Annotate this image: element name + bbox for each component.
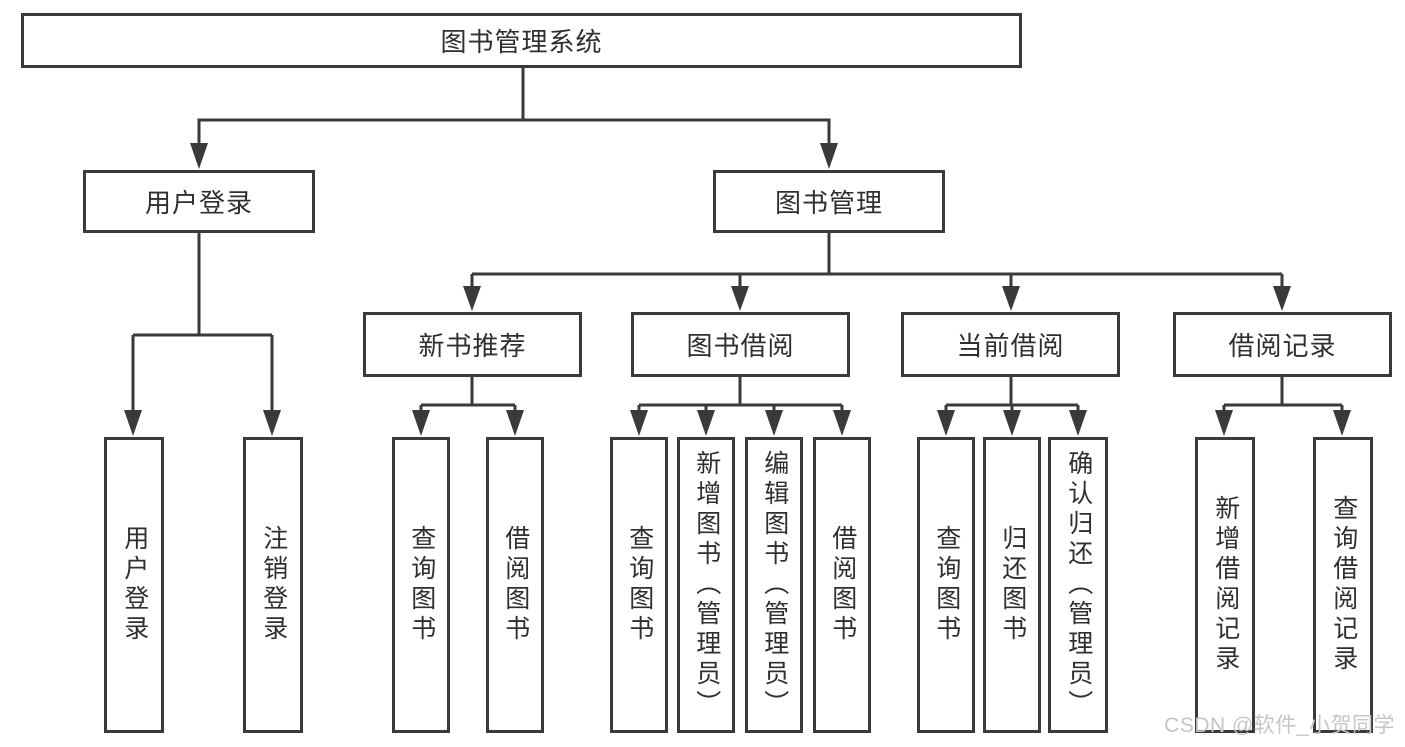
node-book-management-label: 图书管理	[774, 188, 883, 218]
node-current-borrow-label: 当前借阅	[956, 331, 1065, 361]
node-borrow-records-label: 借阅记录	[1228, 331, 1337, 361]
leaf-confirm-return-admin: 确认归还（管理员）	[1048, 437, 1108, 733]
node-root-label: 图书管理系统	[440, 27, 603, 57]
leaf-query-borrow-record: 查询借阅记录	[1313, 437, 1373, 733]
leaf-query-books-current-label: 查询图书	[932, 525, 961, 645]
leaf-logout: 注销登录	[243, 437, 303, 733]
leaf-query-books-current: 查询图书	[917, 437, 975, 733]
leaf-edit-book-admin: 编辑图书（管理员）	[745, 437, 803, 733]
node-book-borrow-label: 图书借阅	[686, 331, 795, 361]
leaf-query-books-recommend: 查询图书	[392, 437, 450, 733]
leaf-add-book-admin-label: 新增图书（管理员）	[692, 450, 721, 720]
node-book-borrow: 图书借阅	[631, 312, 850, 377]
leaf-add-borrow-record: 新增借阅记录	[1195, 437, 1255, 733]
leaf-add-book-admin: 新增图书（管理员）	[677, 437, 735, 733]
leaf-borrow-books: 借阅图书	[813, 437, 871, 733]
leaf-borrow-books-recommend-label: 借阅图书	[501, 525, 530, 645]
node-user-login: 用户登录	[83, 170, 315, 233]
leaf-user-login: 用户登录	[104, 437, 164, 733]
node-new-book-recommend-label: 新书推荐	[418, 331, 527, 361]
leaf-query-borrow-record-label: 查询借阅记录	[1329, 495, 1358, 675]
node-root-system: 图书管理系统	[21, 13, 1022, 68]
leaf-confirm-return-admin-label: 确认归还（管理员）	[1064, 450, 1093, 720]
node-user-login-label: 用户登录	[144, 188, 253, 218]
node-borrow-records: 借阅记录	[1173, 312, 1392, 377]
csdn-watermark: CSDN @软件_小贺同学	[1164, 714, 1395, 737]
leaf-borrow-books-label: 借阅图书	[828, 525, 857, 645]
leaf-query-books-recommend-label: 查询图书	[407, 525, 436, 645]
leaf-edit-book-admin-label: 编辑图书（管理员）	[760, 450, 789, 720]
node-current-borrow: 当前借阅	[901, 312, 1120, 377]
node-book-management: 图书管理	[713, 170, 945, 233]
leaf-return-book: 归还图书	[983, 437, 1041, 733]
leaf-query-books-borrow: 查询图书	[610, 437, 668, 733]
leaf-borrow-books-recommend: 借阅图书	[486, 437, 544, 733]
leaf-query-books-borrow-label: 查询图书	[625, 525, 654, 645]
leaf-add-borrow-record-label: 新增借阅记录	[1211, 495, 1240, 675]
node-new-book-recommend: 新书推荐	[363, 312, 582, 377]
leaf-logout-label: 注销登录	[259, 525, 288, 645]
leaf-return-book-label: 归还图书	[998, 525, 1027, 645]
leaf-user-login-label: 用户登录	[120, 525, 149, 645]
